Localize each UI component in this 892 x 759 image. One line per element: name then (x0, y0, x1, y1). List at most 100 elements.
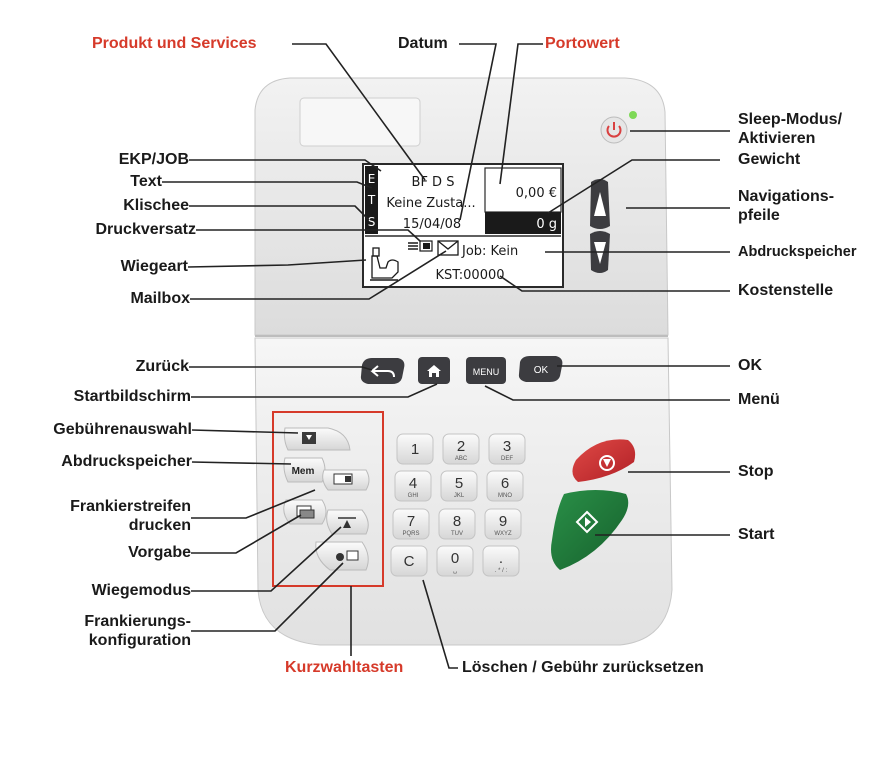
arrow-down-icon (594, 242, 606, 264)
keypad-key-digit: 0 (451, 550, 459, 567)
printer-slot (299, 97, 421, 147)
label-text: Text (130, 173, 162, 190)
shortcut-keys-frame (272, 411, 384, 587)
fee-selection-key[interactable] (283, 427, 351, 451)
label-back: Zurück (135, 358, 189, 375)
label-ok: OK (738, 357, 762, 374)
lcd-cost-center: KST:00000 (435, 268, 504, 283)
ok-button-label: OK (534, 365, 549, 376)
start-button[interactable] (551, 490, 629, 570)
label-sleep-line2: Aktivieren (738, 130, 816, 147)
menu-button-label: MENU (473, 367, 500, 377)
ok-button[interactable]: OK (518, 356, 563, 382)
keypad-key-letters: PQRS (402, 531, 419, 537)
label-clear-reset: Löschen / Gebühr zurücksetzen (462, 659, 704, 676)
label-imprint-memory-right: Abdruckspeicher (738, 244, 857, 260)
label-postage-value: Portowert (545, 35, 620, 52)
print-offset-icon (408, 240, 433, 252)
power-icon (606, 122, 622, 138)
franking-config-key[interactable] (315, 541, 369, 571)
power-button[interactable] (600, 116, 628, 144)
label-ekp-job: EKP/JOB (118, 151, 189, 168)
keypad-key-digit: 4 (409, 475, 417, 492)
keypad-key-digit: 2 (457, 438, 465, 455)
keypad-key-letters: JKL (454, 493, 465, 499)
lcd-letter-e: E (368, 172, 376, 186)
stop-icon (599, 455, 615, 471)
weighing-mode-key[interactable] (326, 509, 369, 535)
keypad-key-letters: DEF (501, 456, 513, 462)
label-franking-config-line1: Frankierungs- (84, 613, 191, 630)
keypad-key-digit: 3 (503, 438, 511, 455)
label-navigation-line2: pfeile (738, 207, 780, 224)
label-print-strip-line1: Frankierstreifen (70, 498, 191, 515)
label-sleep-mode: Sleep-Modus/ Aktivieren (738, 110, 842, 148)
keypad-key-digit: 7 (407, 513, 415, 530)
keypad-key-digit: C (404, 553, 415, 570)
label-print-strip: Frankierstreifen drucken (70, 497, 191, 535)
label-sleep-line1: Sleep-Modus/ (738, 111, 843, 128)
back-arrow-icon (370, 365, 395, 378)
keypad-key-digit: 1 (411, 441, 419, 458)
label-date: Datum (398, 35, 448, 52)
label-mailbox: Mailbox (130, 290, 190, 307)
label-weighing-mode: Wiegemodus (91, 582, 191, 599)
keypad-key[interactable]: C (390, 545, 428, 577)
keypad-key-letters: MNO (498, 493, 512, 499)
label-weight: Gewicht (738, 151, 801, 168)
label-cost-center: Kostenstelle (738, 282, 834, 299)
weighing-mode-icon (338, 517, 356, 528)
home-button[interactable] (418, 357, 450, 384)
keypad-key-letters: ABC (455, 456, 468, 462)
keypad-key[interactable]: .. * / : (482, 545, 520, 577)
home-icon (427, 365, 441, 377)
lcd-letter-s: S (368, 215, 376, 229)
label-home-screen: Startbildschirm (73, 388, 191, 405)
label-weighing-type: Wiegeart (120, 258, 188, 275)
keypad-key-digit: 9 (499, 513, 507, 530)
scale-icon (370, 247, 399, 281)
default-preset-icon (296, 505, 315, 519)
keypad-key-digit: . (499, 550, 503, 567)
back-button[interactable] (360, 358, 405, 384)
keypad-key[interactable]: 0␣ (436, 545, 474, 577)
nav-up-button[interactable] (590, 179, 610, 229)
print-strip-key[interactable] (322, 469, 370, 491)
imprint-memory-key[interactable]: Mem (283, 457, 326, 483)
label-product-services: Produkt und Services (92, 35, 257, 52)
keypad-key-letters: GHI (408, 493, 419, 499)
label-navigation-line1: Navigations- (738, 188, 835, 205)
keypad-key[interactable]: 1 (396, 433, 434, 465)
lcd-job-text: Job: Kein (461, 244, 518, 259)
label-fee-selection: Gebührenauswahl (53, 421, 192, 438)
start-icon (575, 510, 599, 534)
keypad-key-digit: 6 (501, 475, 509, 492)
lcd-letter-t: T (367, 193, 376, 207)
status-led (629, 111, 637, 119)
label-shortcut-keys: Kurzwahltasten (285, 659, 404, 676)
lcd-product-line: BF D S (412, 175, 455, 190)
stop-button[interactable] (572, 439, 636, 482)
mem-label: Mem (292, 466, 315, 477)
label-print-strip-line2: drucken (128, 517, 191, 534)
config-gear-icon (336, 550, 359, 561)
keypad-key-letters: TUV (451, 531, 463, 537)
label-default: Vorgabe (128, 544, 191, 561)
lcd-text-line: Keine Zusta... (386, 196, 475, 211)
lcd-weight-value: 0 g (536, 217, 557, 232)
menu-button[interactable]: MENU (466, 357, 506, 384)
label-cliche: Klischee (123, 197, 189, 214)
lcd-date-line: 15/04/08 (403, 217, 461, 232)
default-key[interactable] (283, 499, 327, 525)
